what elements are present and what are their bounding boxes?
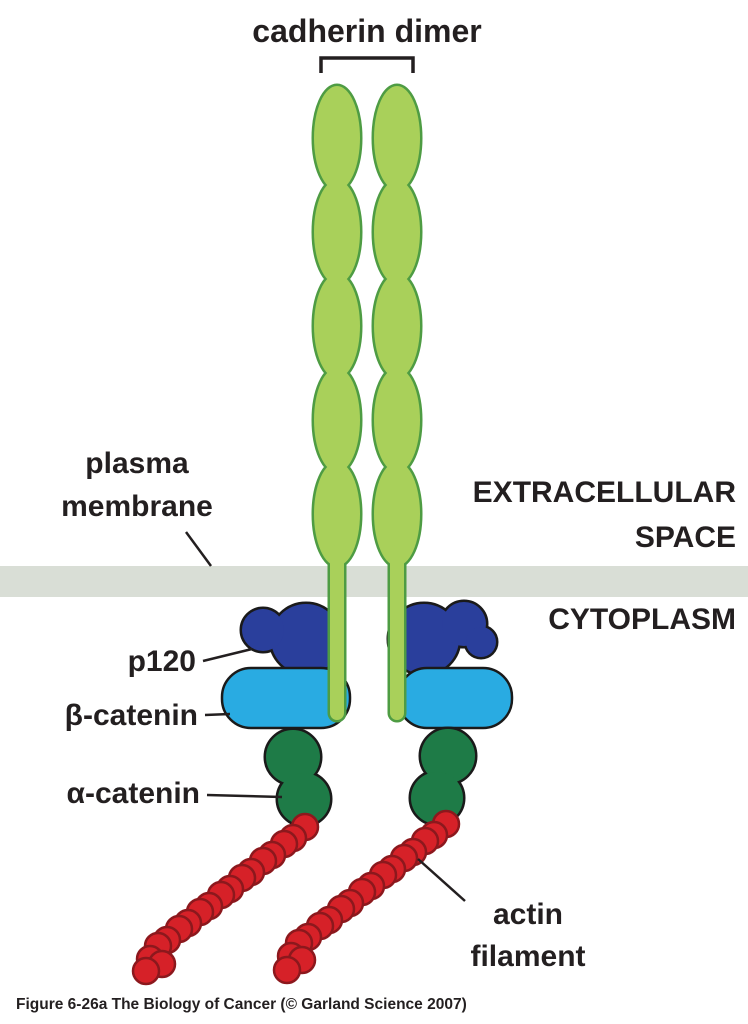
plasma-membrane-pointer-line	[184, 531, 213, 567]
alpha-catenin-label: α-catenin	[67, 777, 200, 810]
dimer-bracket	[319, 56, 415, 73]
plasma-membrane-band	[0, 566, 748, 597]
actin-filament-right	[272, 809, 461, 985]
extracellular-space-label-line2: SPACE	[635, 521, 736, 554]
figure-caption: Figure 6-26a The Biology of Cancer (© Ga…	[16, 996, 467, 1013]
beta-catenin-protein-right	[396, 666, 514, 730]
actin-bead	[272, 955, 302, 985]
extracellular-space-label-line1: EXTRACELLULAR	[473, 476, 737, 509]
p120-label: p120	[128, 645, 196, 678]
alpha-catenin-protein-left	[266, 730, 330, 825]
p120-protein-left	[242, 604, 341, 674]
plasma-membrane-label-line1: plasma	[85, 447, 189, 480]
cadherin-dimer-label: cadherin dimer	[252, 13, 481, 49]
beta-catenin-pointer-line	[204, 712, 231, 717]
p120-left-fill-pass	[242, 604, 341, 674]
actin-filament-label-line2: filament	[470, 940, 585, 973]
beta-catenin-label: β-catenin	[65, 699, 198, 732]
actin-filament-label-line1: actin	[493, 898, 563, 931]
actin-filament-left	[131, 812, 320, 986]
alpha-catenin-pointer-line	[206, 793, 283, 799]
p120-pointer-line	[202, 647, 253, 663]
alpha-catenin-protein-right	[411, 729, 475, 824]
plasma-membrane-label-line2: membrane	[61, 490, 213, 523]
cytoplasm-label: CYTOPLASM	[548, 603, 736, 636]
actin-bead	[131, 956, 161, 986]
beta-catenin-protein-left	[220, 666, 352, 730]
actin-filament-pointer-line	[417, 858, 466, 902]
